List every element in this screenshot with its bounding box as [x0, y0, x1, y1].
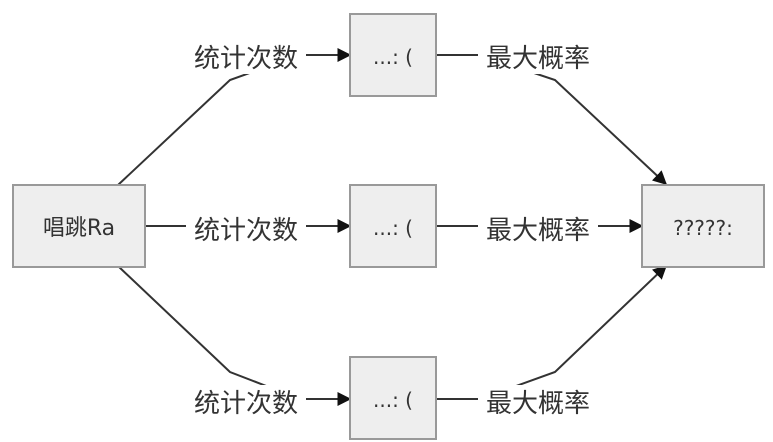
edge-label-max-bottom: 最大概率	[478, 385, 598, 419]
node-source-label: 唱跳Ra	[43, 216, 115, 241]
edge-source-to-mid-top	[117, 48, 352, 186]
edge-label-max-top: 最大概率	[478, 40, 598, 74]
node-result[interactable]: ?????:	[641, 184, 765, 268]
edge-source-to-mid-bottom	[117, 265, 352, 406]
svg-text:统计次数: 统计次数	[194, 389, 298, 419]
edge-label-count-bottom: 统计次数	[186, 385, 306, 419]
svg-text:统计次数: 统计次数	[194, 44, 298, 74]
edge-label-count-middle: 统计次数	[186, 212, 306, 246]
svg-text:最大概率: 最大概率	[486, 216, 590, 246]
edge-mid-top-to-result	[436, 54, 668, 185]
node-mid-bottom-label: ...: (	[373, 388, 413, 412]
edge-label-count-top: 统计次数	[186, 40, 306, 74]
node-source[interactable]: 唱跳Ra	[12, 184, 146, 268]
node-mid-bottom[interactable]: ...: (	[349, 356, 437, 440]
node-mid-middle-label: ...: (	[373, 216, 413, 240]
node-result-label: ?????:	[673, 216, 733, 240]
edge-mid-bottom-to-result	[436, 265, 668, 400]
svg-text:最大概率: 最大概率	[486, 44, 590, 74]
svg-text:最大概率: 最大概率	[486, 389, 590, 419]
node-mid-top-label: ...: (	[373, 45, 413, 69]
edge-label-max-middle: 最大概率	[478, 212, 598, 246]
node-mid-middle[interactable]: ...: (	[349, 184, 437, 268]
node-mid-top[interactable]: ...: (	[349, 13, 437, 97]
svg-text:统计次数: 统计次数	[194, 216, 298, 246]
